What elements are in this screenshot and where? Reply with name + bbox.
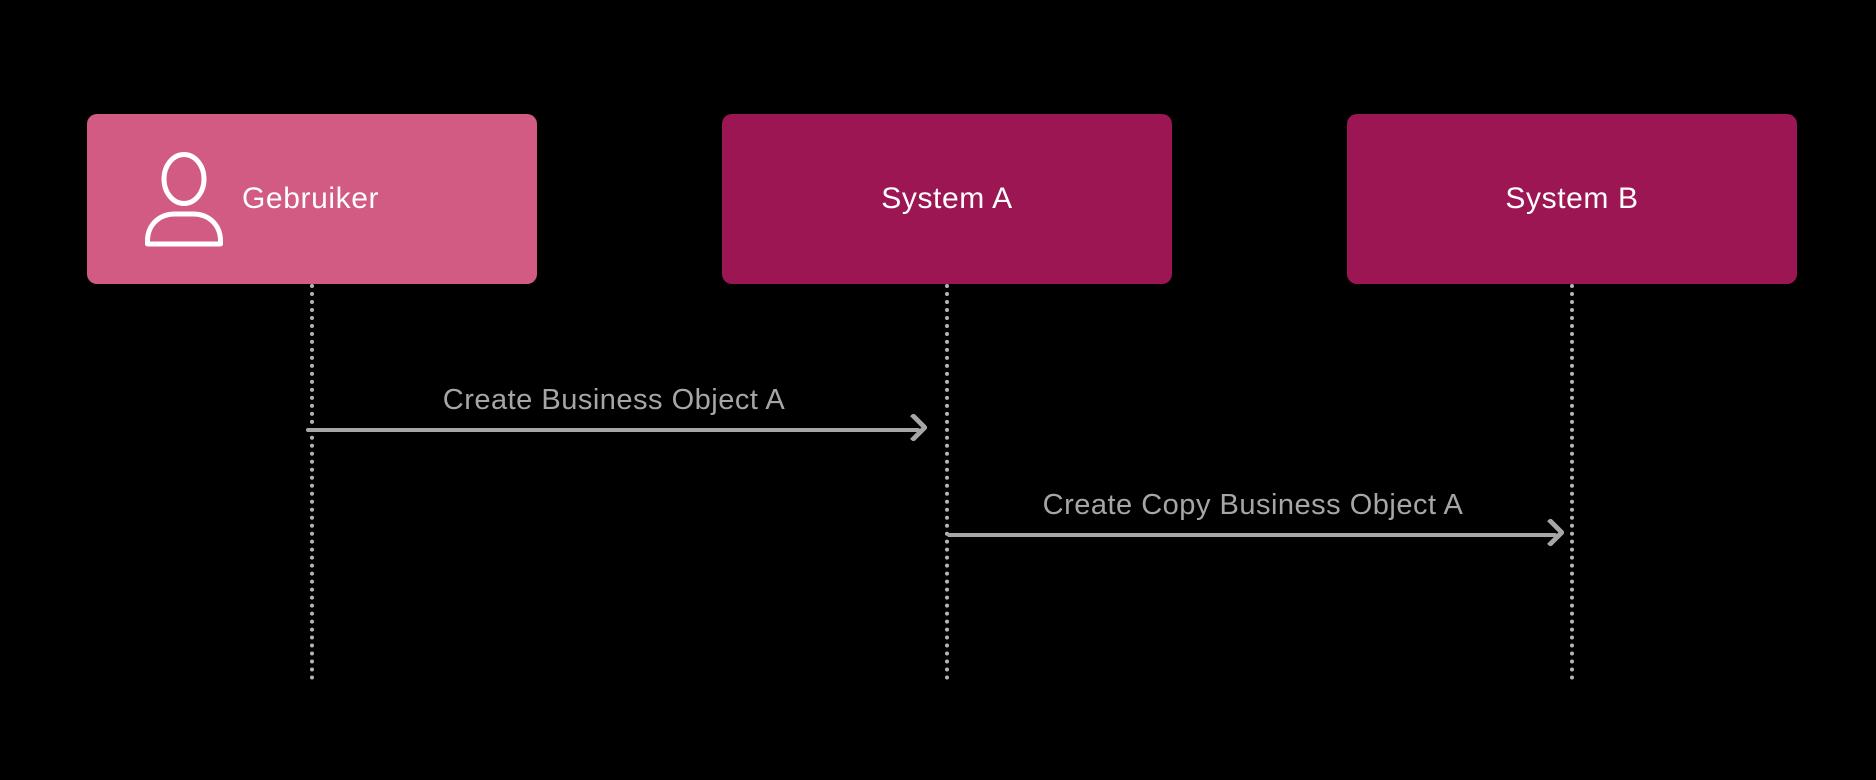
arrowhead-icon <box>1535 517 1566 548</box>
message-label: Create Copy Business Object A <box>1042 489 1464 521</box>
actor-system-b: System B <box>1347 114 1797 284</box>
message-label: Create Business Object A <box>442 384 786 416</box>
lifeline-system-a <box>945 284 949 680</box>
actor-label-system-a: System A <box>881 182 1013 215</box>
lifeline-system-b <box>1570 284 1574 680</box>
person-icon <box>145 152 223 247</box>
actor-system-a: System A <box>722 114 1172 284</box>
arrow-line <box>306 428 920 432</box>
lifeline-gebruiker <box>310 284 314 680</box>
actor-label-system-b: System B <box>1505 182 1639 215</box>
arrow-line <box>947 533 1557 537</box>
actor-gebruiker: Gebruiker <box>87 114 537 284</box>
actor-label-gebruiker: Gebruiker <box>242 182 380 215</box>
arrowhead-icon <box>898 412 929 443</box>
